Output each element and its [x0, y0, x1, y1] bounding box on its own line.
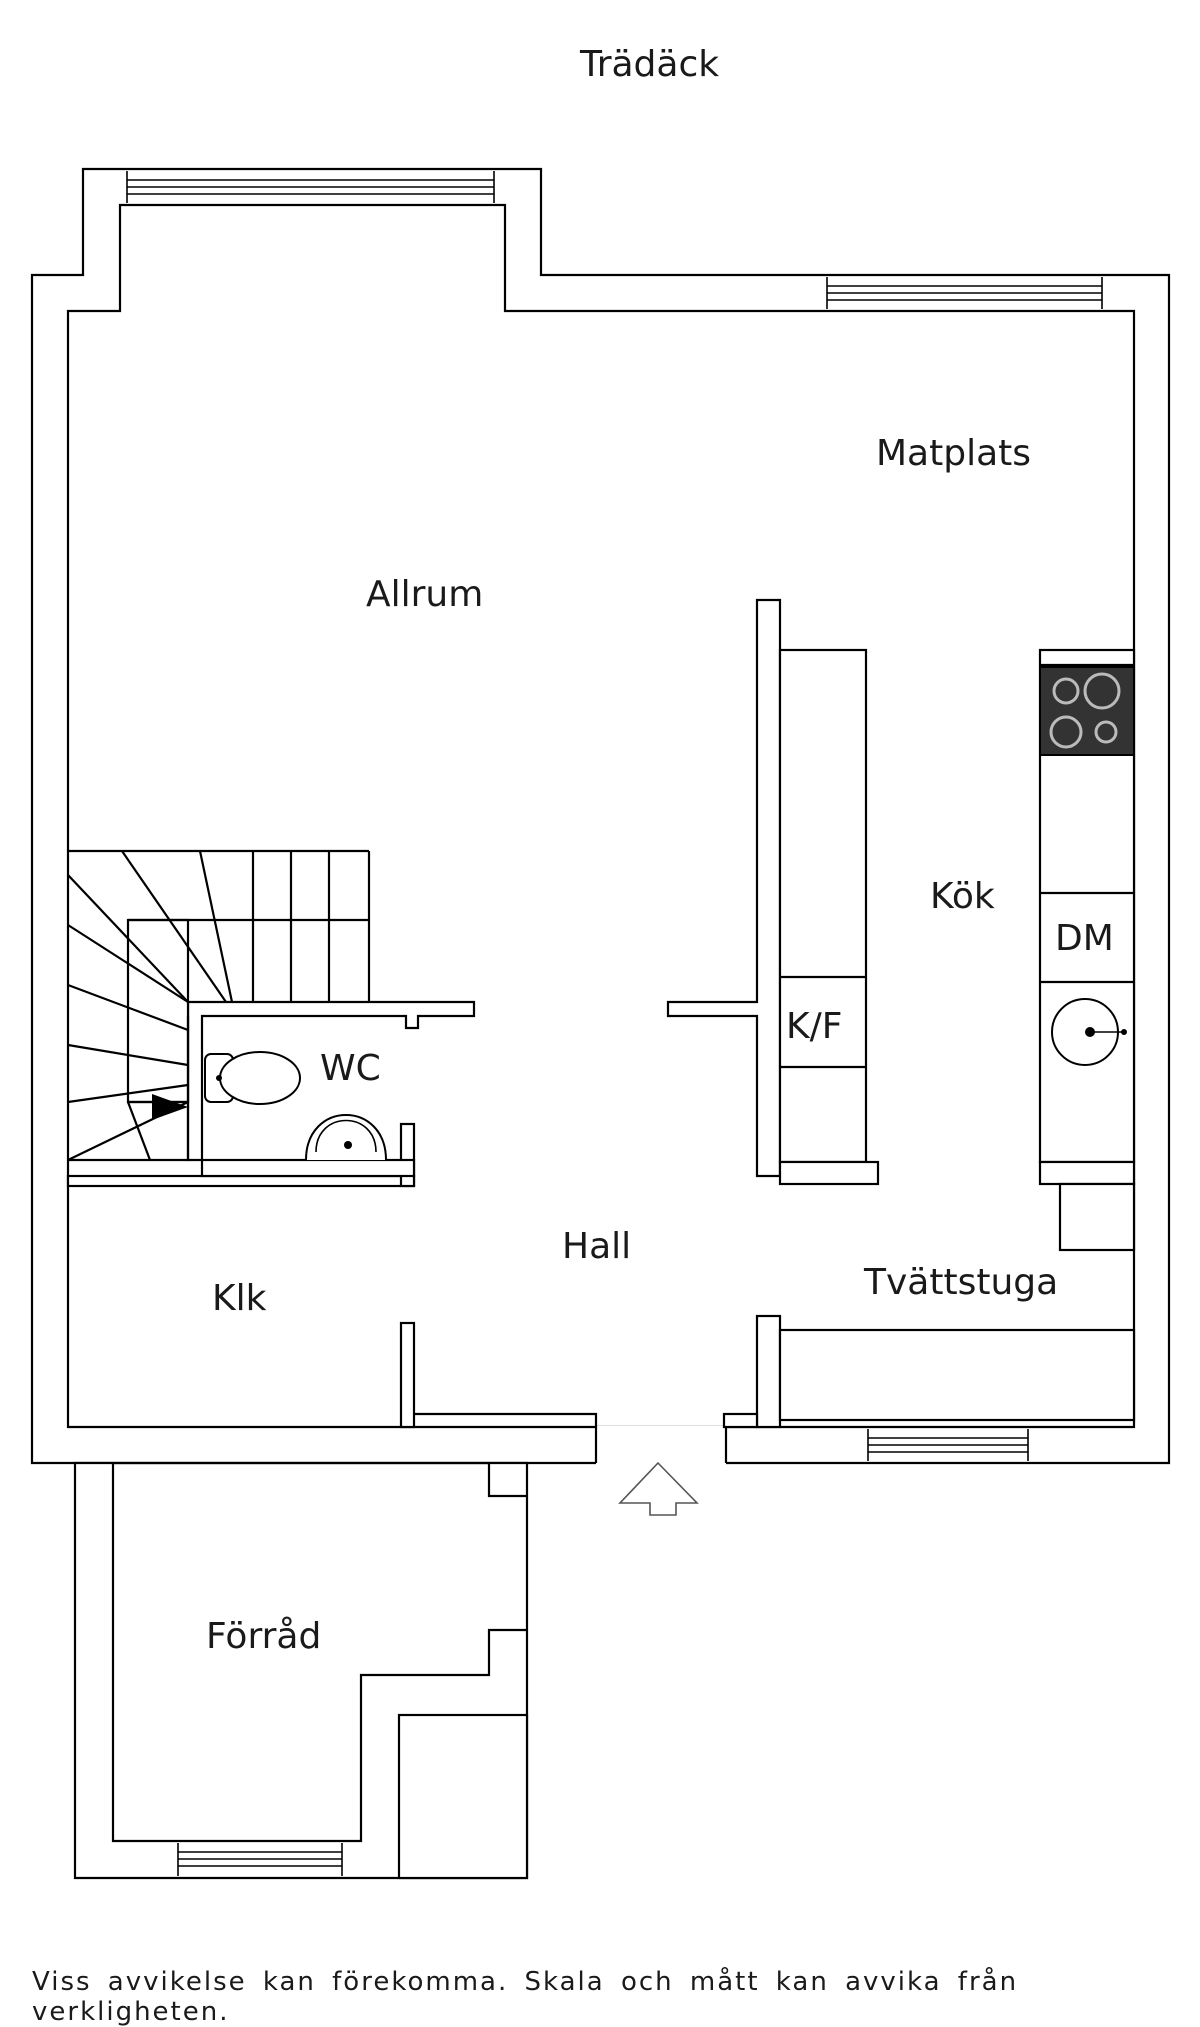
label-allrum: Allrum	[366, 574, 483, 615]
label-tradack: Trädäck	[579, 44, 719, 85]
label-wc: WC	[320, 1048, 381, 1089]
label-dm: DM	[1055, 918, 1114, 959]
kf-cabinet	[778, 648, 868, 1164]
window-top-left	[126, 171, 495, 203]
wall-klk-top	[66, 1174, 416, 1188]
sink-icon	[1051, 998, 1127, 1066]
stair-direction-arrow-icon	[152, 1094, 188, 1120]
toilet-icon	[204, 1051, 301, 1105]
wall-tvatt-bottom-left	[722, 1412, 759, 1429]
wall-wc-top	[186, 1000, 476, 1162]
wall-kitchen-partition	[666, 598, 782, 1178]
label-tvattstuga: Tvättstuga	[863, 1262, 1058, 1303]
entrance-arrow-icon	[618, 1461, 699, 1516]
disclaimer-text: Viss avvikelse kan förekomma. Skala och …	[32, 1967, 1019, 2027]
wall-wc-bottom	[200, 1158, 416, 1178]
wall-hall-bottom	[414, 1412, 598, 1427]
label-kok: Kök	[930, 876, 995, 917]
label-klk: Klk	[212, 1278, 267, 1319]
label-kf: K/F	[786, 1006, 842, 1047]
stove-icon	[1039, 666, 1135, 756]
tvatt-cabinet	[1058, 1182, 1136, 1252]
wall-tvatt-left	[755, 1314, 782, 1429]
label-hall: Hall	[562, 1226, 631, 1267]
tvatt-bench	[778, 1328, 1136, 1422]
label-forrad: Förråd	[206, 1616, 321, 1657]
wall-klk-right	[399, 1321, 416, 1429]
forrad-box	[397, 1713, 529, 1880]
window-forrad	[177, 1843, 343, 1876]
window-bottom-tvattstuga	[867, 1429, 1029, 1461]
label-matplats: Matplats	[876, 433, 1031, 474]
window-top-right	[826, 277, 1103, 309]
entrance-opening	[596, 1426, 726, 1465]
wc-sink-icon	[305, 1114, 387, 1161]
